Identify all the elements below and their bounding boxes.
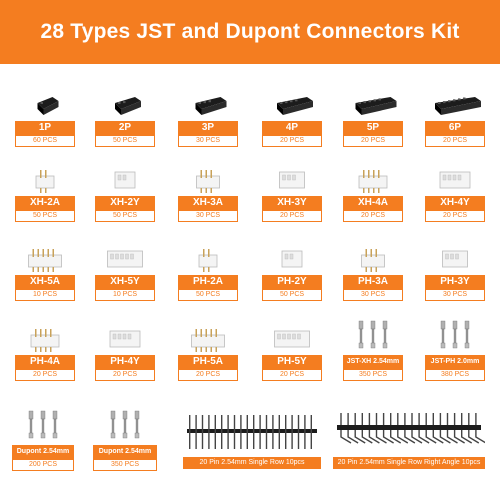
- dupont-housing-2p-icon: [95, 80, 155, 119]
- ph-4a-header-icon: [15, 317, 75, 353]
- ph-2a-header-icon: [178, 238, 238, 273]
- xh-2y-housing-icon: [95, 160, 155, 194]
- product-name: 2P: [95, 121, 155, 135]
- product-name: XH-2Y: [95, 196, 155, 210]
- product-name: JST-XH 2.54mm: [343, 355, 403, 369]
- dupont-housing-1p-icon: [15, 80, 75, 119]
- quantity-label: 20 PCS: [178, 369, 238, 381]
- quantity-label: 20 PCS: [343, 210, 403, 222]
- quantity-label: 50 PCS: [178, 289, 238, 301]
- xh-4a-header-icon: [343, 160, 403, 194]
- product-name: PH-4A: [15, 355, 75, 369]
- product-name: XH-2A: [15, 196, 75, 210]
- quantity-label: 30 PCS: [343, 289, 403, 301]
- title-banner: 28 Types JST and Dupont Connectors Kit: [0, 0, 500, 64]
- product-name: 20 Pin 2.54mm Single Row Right Angle 10p…: [333, 457, 485, 469]
- xh-5a-header-icon: [15, 238, 75, 273]
- quantity-label: 350 PCS: [343, 369, 403, 381]
- quantity-label: 20 PCS: [15, 369, 75, 381]
- product-name: 1P: [15, 121, 75, 135]
- quantity-label: 20 PCS: [262, 210, 322, 222]
- product-name: XH-3A: [178, 196, 238, 210]
- dupont-male-pin-icon: [12, 395, 74, 443]
- dupont-housing-5p-icon: [343, 80, 403, 119]
- product-name: PH-2Y: [262, 275, 322, 289]
- quantity-label: 60 PCS: [15, 135, 75, 147]
- quantity-label: 20 PCS: [425, 210, 485, 222]
- ph-5a-header-icon: [178, 317, 238, 353]
- dupont-housing-4p-icon: [262, 80, 322, 119]
- xh-4y-housing-icon: [425, 160, 485, 194]
- pin-header-right-angle-icon: [333, 405, 485, 455]
- product-name: 5P: [343, 121, 403, 135]
- quantity-label: 50 PCS: [15, 210, 75, 222]
- xh-2a-header-icon: [15, 160, 75, 194]
- product-name: XH-4Y: [425, 196, 485, 210]
- dupont-housing-6p-icon: [425, 80, 485, 119]
- product-name: Dupont 2.54mm: [12, 445, 74, 459]
- ph-2y-housing-icon: [262, 238, 322, 273]
- quantity-label: 20 PCS: [262, 135, 322, 147]
- product-name: XH-4A: [343, 196, 403, 210]
- quantity-label: 200 PCS: [12, 459, 74, 471]
- product-name: PH-2A: [178, 275, 238, 289]
- quantity-label: 20 PCS: [95, 369, 155, 381]
- quantity-label: 30 PCS: [178, 135, 238, 147]
- quantity-label: 380 PCS: [425, 369, 485, 381]
- product-name: PH-5A: [178, 355, 238, 369]
- product-name: PH-5Y: [262, 355, 322, 369]
- quantity-label: 50 PCS: [262, 289, 322, 301]
- xh-5y-housing-icon: [95, 238, 155, 273]
- quantity-label: 20 PCS: [343, 135, 403, 147]
- xh-3a-header-icon: [178, 160, 238, 194]
- quantity-label: 30 PCS: [425, 289, 485, 301]
- ph-5y-housing-icon: [262, 317, 322, 353]
- ph-3a-header-icon: [343, 238, 403, 273]
- product-name: 6P: [425, 121, 485, 135]
- jst-ph-crimp-terminal-icon: [425, 317, 485, 353]
- product-name: PH-3Y: [425, 275, 485, 289]
- product-name: JST-PH 2.0mm: [425, 355, 485, 369]
- pin-header-straight-icon: [183, 405, 321, 455]
- product-name: Dupont 2.54mm: [93, 445, 157, 459]
- product-name: XH-5Y: [95, 275, 155, 289]
- product-name: 20 Pin 2.54mm Single Row 10pcs: [183, 457, 321, 469]
- jst-xh-crimp-terminal-icon: [343, 317, 403, 353]
- quantity-label: 50 PCS: [95, 135, 155, 147]
- dupont-female-pin-icon: [93, 395, 157, 443]
- ph-4y-housing-icon: [95, 317, 155, 353]
- page-title: 28 Types JST and Dupont Connectors Kit: [40, 20, 460, 43]
- quantity-label: 30 PCS: [178, 210, 238, 222]
- quantity-label: 20 PCS: [425, 135, 485, 147]
- quantity-label: 20 PCS: [262, 369, 322, 381]
- xh-3y-housing-icon: [262, 160, 322, 194]
- product-name: XH-3Y: [262, 196, 322, 210]
- product-name: XH-5A: [15, 275, 75, 289]
- product-name: 3P: [178, 121, 238, 135]
- product-name: PH-3A: [343, 275, 403, 289]
- ph-3y-housing-icon: [425, 238, 485, 273]
- product-name: PH-4Y: [95, 355, 155, 369]
- quantity-label: 10 PCS: [15, 289, 75, 301]
- quantity-label: 350 PCS: [93, 459, 157, 471]
- quantity-label: 50 PCS: [95, 210, 155, 222]
- product-name: 4P: [262, 121, 322, 135]
- dupont-housing-3p-icon: [178, 80, 238, 119]
- quantity-label: 10 PCS: [95, 289, 155, 301]
